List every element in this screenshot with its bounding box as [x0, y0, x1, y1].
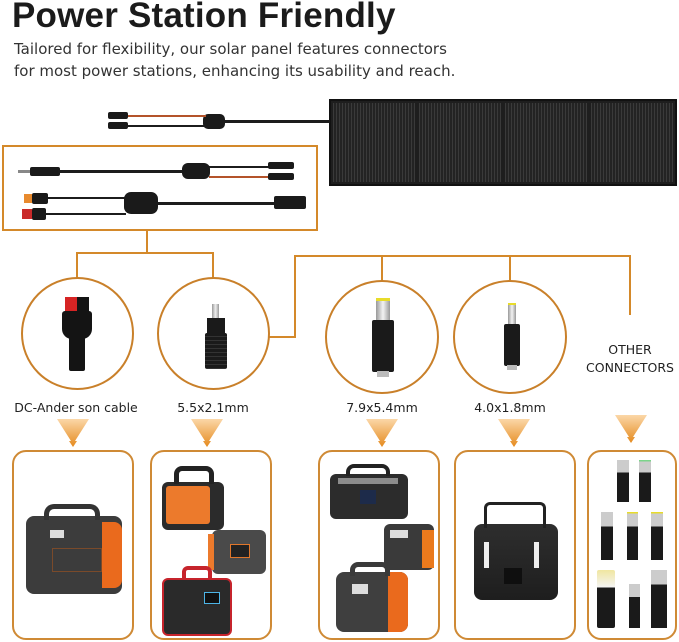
- lenovo-tip-icon: [597, 570, 615, 628]
- connector-line: [268, 336, 296, 338]
- connector-label: 4.0x1.8mm: [474, 400, 546, 415]
- connector-line: [294, 255, 296, 338]
- connector-line: [381, 255, 383, 281]
- power-station-card-3: [318, 450, 440, 640]
- panel-output-cable: [100, 108, 330, 138]
- dc-tip-icon: [651, 570, 667, 628]
- power-station-card-2: [150, 450, 272, 640]
- other-connectors-label: OTHER CONNECTORS: [586, 342, 674, 375]
- gray-power-station-image: [208, 530, 266, 574]
- connector-line: [76, 252, 78, 278]
- dc-tip-icon: [601, 512, 613, 560]
- y-splitter-icon: [203, 114, 225, 129]
- connector-label: 5.5x2.1mm: [177, 400, 249, 415]
- connector-label: DC-Ander son cable: [14, 400, 138, 415]
- connector-line: [146, 230, 148, 254]
- y-splitter-icon: [182, 163, 210, 179]
- black-power-station-image: [474, 502, 558, 600]
- dc-tip-icon: [629, 584, 640, 628]
- dc-barrel-plug-icon: [205, 304, 227, 374]
- dc-tip-icon: [651, 512, 663, 560]
- orange-power-station-image: [26, 504, 122, 594]
- solar-cell: [419, 103, 501, 182]
- solar-cell: [333, 103, 415, 182]
- mc4-connector-icon: [108, 112, 128, 119]
- connector-line: [212, 252, 214, 278]
- gray-orange-power-station-image: [336, 562, 408, 632]
- solar-panel-image: [329, 99, 677, 186]
- connector-label: 7.9x5.4mm: [346, 400, 418, 415]
- dc-tip-icon: [627, 512, 638, 560]
- dc-tip-icon: [617, 460, 629, 502]
- anderson-plug-icon: [58, 297, 98, 372]
- other-connectors-card: [587, 450, 677, 640]
- mc4-connector-icon: [108, 122, 128, 129]
- dc-plug-icon: [30, 167, 60, 176]
- solar-cell: [505, 103, 587, 182]
- red-power-station-image: [162, 566, 232, 636]
- dc-barrel-plug-icon: [371, 298, 395, 380]
- connector-circle-4018: [453, 280, 567, 394]
- arrow-down-icon: [366, 419, 398, 447]
- mc4-connector-icon: [268, 173, 294, 180]
- xt60-connector-icon: [24, 194, 32, 203]
- dc-tip-icon: [639, 460, 651, 502]
- dark-power-station-image: [330, 464, 408, 519]
- dc-female-jack-icon: [274, 196, 306, 209]
- arrow-down-icon: [498, 419, 530, 447]
- connector-circle-7954: [325, 280, 439, 394]
- orange-power-station-image: [384, 524, 434, 570]
- connector-circle-5521: [157, 277, 270, 390]
- connector-line: [76, 252, 214, 254]
- mc4-connector-icon: [268, 162, 294, 169]
- solar-cell: [591, 103, 673, 182]
- connector-circle-anderson: [21, 277, 134, 390]
- page-title: Power Station Friendly: [12, 0, 396, 35]
- power-station-card-4: [454, 450, 576, 640]
- dc-barrel-plug-icon: [503, 303, 521, 375]
- anderson-connector-icon: [22, 209, 32, 219]
- subtitle-line-1: Tailored for flexibility, our solar pane…: [14, 40, 447, 58]
- connector-line: [294, 255, 631, 257]
- subtitle-line-2: for most power stations, enhancing its u…: [14, 62, 456, 80]
- connector-line: [509, 255, 511, 281]
- subtitle: Tailored for flexibility, our solar pane…: [14, 38, 455, 82]
- connector-line: [629, 255, 631, 315]
- arrow-down-icon: [57, 419, 89, 447]
- orange-power-station-image: [162, 466, 224, 530]
- power-station-card-1: [12, 450, 134, 640]
- arrow-down-icon: [191, 419, 223, 447]
- adapter-cables-box: [2, 145, 318, 231]
- arrow-down-icon: [615, 415, 647, 443]
- y-splitter-icon: [124, 192, 158, 214]
